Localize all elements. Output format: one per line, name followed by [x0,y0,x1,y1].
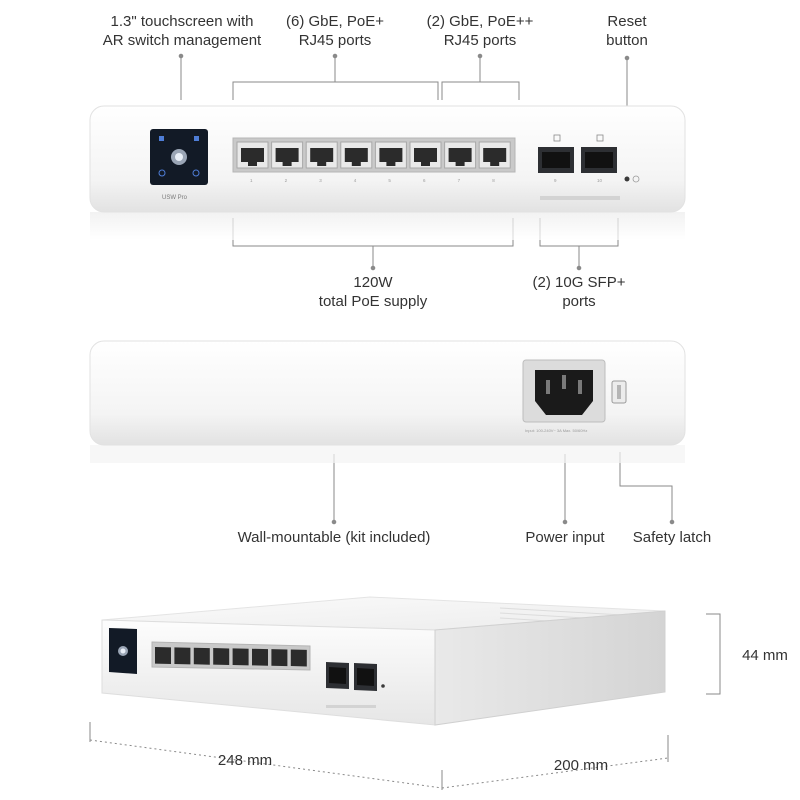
model-label: USW Pro [162,195,188,201]
rj45-port[interactable] [290,649,307,667]
sfp-port[interactable] [581,147,617,173]
rj45-port[interactable] [478,141,511,169]
reset-button[interactable] [381,684,385,688]
power-rating-label: Input: 100-240V~ 3A Max. 50/60Hz [525,428,587,433]
depth-dimension: 200 mm [553,757,609,774]
rj45-port-label: 4 [354,178,357,183]
switch-front-view: USW Pro 1 2 3 4 5 6 7 8 9 10 [89,105,686,240]
power-input-callout: Power input [525,529,605,546]
poe-supply-callout: 120W total PoE supply [318,274,428,310]
sfp-callout: (2) 10G SFP+ ports [532,274,626,310]
sfp-cage-icons [553,134,604,142]
rj45-port[interactable] [271,141,304,169]
safety-latch[interactable] [611,380,627,404]
height-dimension: 44 mm [742,647,788,664]
rj45-port-label: 3 [319,178,322,183]
power-inlet[interactable] [522,359,606,423]
switch-rear-view: Input: 100-240V~ 3A Max. 50/60Hz [89,340,686,463]
touchscreen-callout: 1.3" touchscreen with AR switch manageme… [102,13,262,49]
poe-plus-callout: (6) GbE, PoE+ RJ45 ports [286,13,384,49]
reset-button[interactable] [624,176,630,182]
rj45-port[interactable] [193,647,210,665]
rj45-port[interactable] [305,141,338,169]
rj45-port[interactable] [213,648,230,666]
rj45-port[interactable] [155,647,171,664]
sfp-port-label: 9 [554,178,557,183]
rj45-port-label: 5 [388,178,391,183]
rj45-port[interactable] [271,649,288,667]
rj45-port[interactable] [374,141,407,169]
touchscreen[interactable] [109,628,137,674]
touchscreen[interactable] [150,129,208,185]
rj45-port-label: 7 [458,178,461,183]
wall-mount-callout: Wall-mountable (kit included) [237,529,431,546]
sfp-port[interactable] [538,147,574,173]
sfp-port[interactable] [354,663,377,691]
rj45-port[interactable] [236,141,269,169]
safety-latch-callout: Safety latch [632,529,712,546]
rj45-port[interactable] [174,647,191,665]
rj45-port[interactable] [409,141,442,169]
sfp-port[interactable] [326,662,349,689]
rj45-port[interactable] [444,141,477,169]
reset-callout: Reset button [606,13,648,49]
rj45-port[interactable] [252,648,268,666]
poe-plusplus-callout: (2) GbE, PoE++ RJ45 ports [426,13,534,49]
rj45-port[interactable] [232,648,249,666]
rj45-port-label: 6 [423,178,426,183]
switch-isometric-view [101,596,666,726]
rj45-port-label: 8 [492,178,495,183]
sfp-port-label: 10 [597,178,603,183]
width-dimension: 248 mm [217,752,273,769]
reset-icon [632,175,640,183]
rj45-port-label: 2 [285,178,288,183]
rj45-port[interactable] [340,141,373,169]
rj45-port-label: 1 [250,178,253,183]
